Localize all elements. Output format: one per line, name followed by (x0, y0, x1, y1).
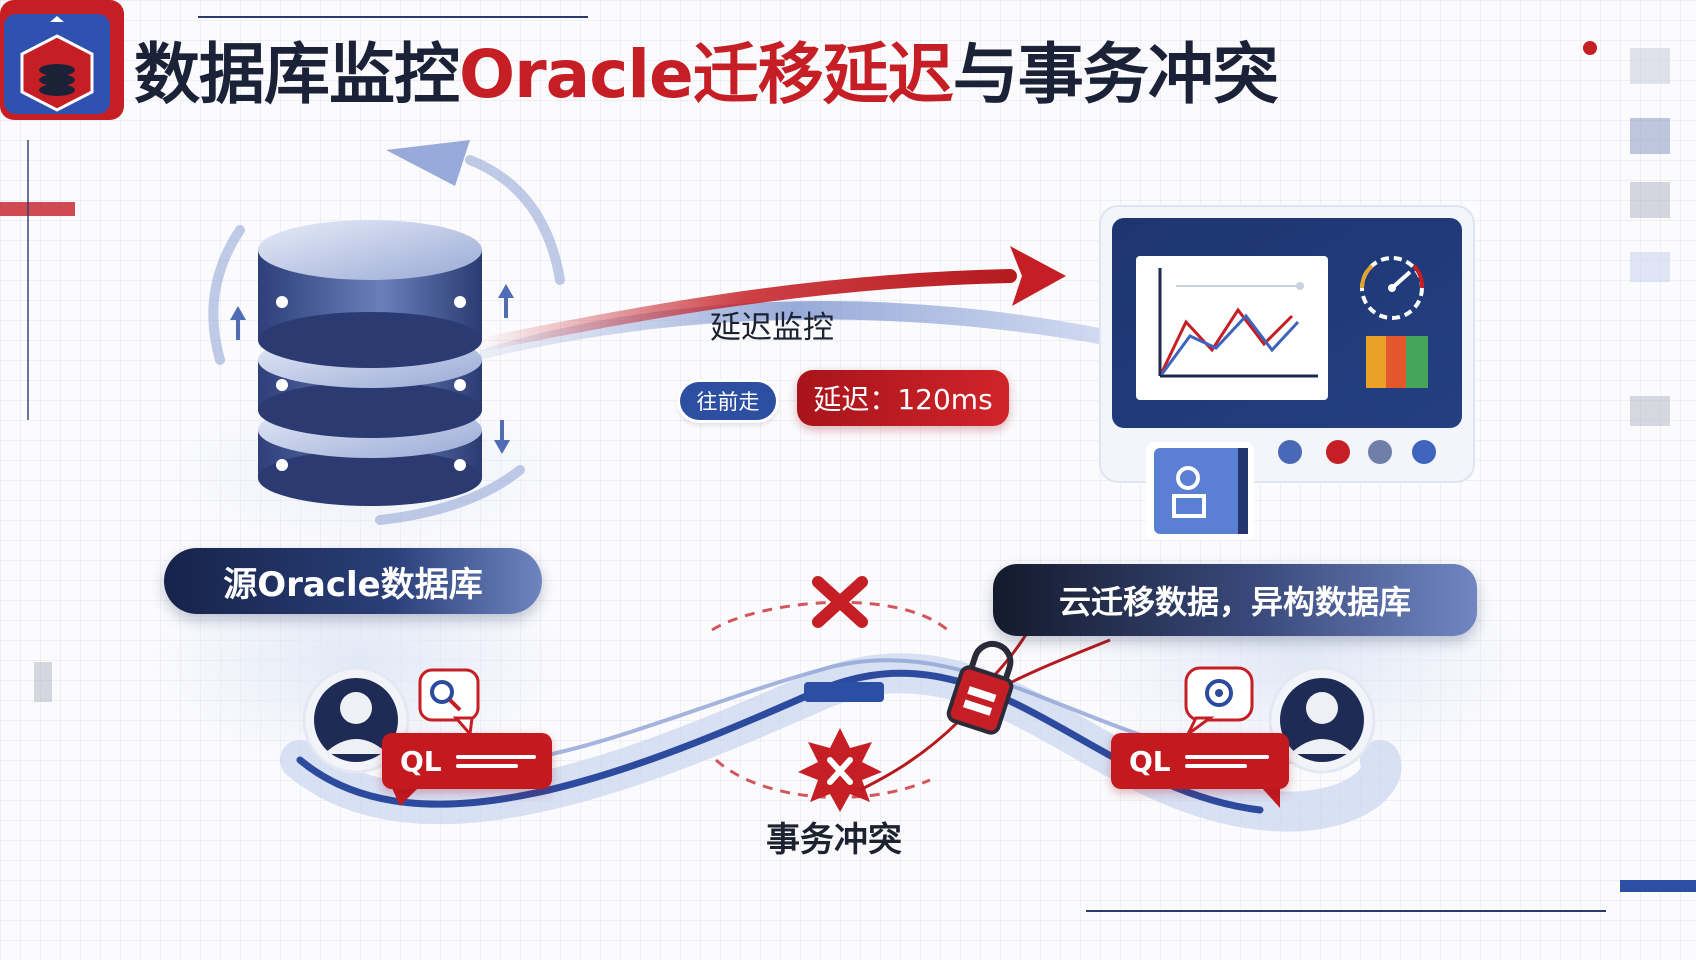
database-stack-icon (258, 220, 482, 506)
left-red-bar (0, 202, 75, 216)
left-rule (27, 140, 29, 420)
title-part-2: Oracle迁移延迟 (459, 36, 954, 113)
flow-label: 延迟监控 (710, 310, 834, 346)
client-query-left: QL (382, 733, 552, 789)
conflict-label: 事务冲突 (766, 820, 902, 860)
client-query-right-text: QL (1129, 744, 1171, 778)
title-part-1: 数据库监控 (134, 36, 460, 113)
source-db-label: 源Oracle数据库 (164, 548, 542, 614)
flow-tag: 往前走 (680, 382, 776, 420)
search-bubble-icon (418, 668, 480, 738)
red-dot (1583, 41, 1597, 55)
bottom-rule (1086, 910, 1606, 912)
delay-badge: 延迟：120ms (797, 370, 1009, 426)
conflict-burst-icon (798, 728, 882, 812)
flow-arrow (473, 269, 1017, 352)
bottom-blue-bar (1620, 880, 1696, 892)
wave-segment (804, 682, 884, 702)
conflict-x-icon (812, 576, 868, 628)
monitor-chart-icon (1099, 205, 1475, 483)
cycle-arrows (208, 155, 565, 525)
flow-arrowhead (1010, 246, 1066, 306)
client-query-right: QL (1111, 733, 1289, 789)
storage-device-icon (1146, 442, 1254, 540)
side-thumbnails (34, 48, 1670, 702)
logo-badge (0, 0, 124, 120)
user-avatar-icon (1268, 666, 1376, 774)
conflict-ring (711, 600, 952, 799)
lock-icon (946, 641, 1014, 735)
top-rule (198, 16, 588, 18)
search-bubble-icon (1184, 666, 1254, 736)
title-part-3: 与事务冲突 (952, 36, 1279, 113)
client-query-left-text: QL (400, 744, 442, 778)
target-db-label: 云迁移数据，异构数据库 (993, 564, 1477, 636)
page-title: 数据库监控Oracle迁移延迟与事务冲突 (134, 42, 1279, 108)
gauge-icon (1360, 256, 1425, 320)
